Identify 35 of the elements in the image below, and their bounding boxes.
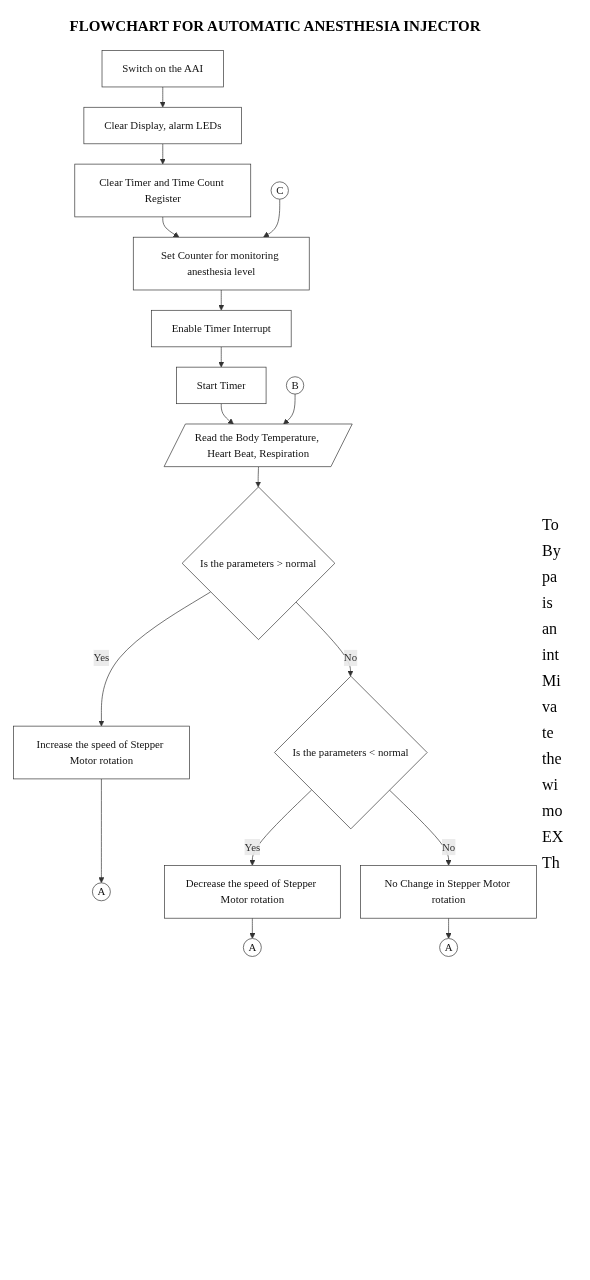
text-fragment: wi — [542, 776, 559, 794]
edge-label: Yes — [93, 651, 110, 664]
node-box: Clear Display, alarm LEDs — [83, 106, 242, 145]
node-circle: A — [92, 882, 111, 902]
edge-label: Yes — [244, 841, 261, 853]
node-box: Set Counter for monitoring anesthesia level — [132, 236, 310, 291]
text-fragment: pa — [542, 568, 559, 586]
edge-label: No — [441, 841, 456, 853]
edge-label: No — [343, 651, 358, 664]
text-fragment: va — [542, 698, 559, 716]
node-diamond: Is the parameters < normal — [274, 675, 428, 830]
node-box: Start Timer — [176, 366, 267, 405]
text-fragment: mo — [542, 802, 564, 820]
text-fragment: te — [542, 724, 555, 742]
title: FLOWCHART FOR AUTOMATIC ANESTHESIA INJECTOR — [68, 18, 482, 35]
node-box: Increase the speed of Stepper Motor rotation — [13, 725, 190, 780]
node-box: Decrease the speed of Stepper Motor rotation — [164, 865, 341, 919]
node-box: Clear Timer and Time Count Register — [74, 163, 252, 218]
node-box: Switch on the AAI — [101, 50, 224, 88]
node-box: Enable Timer Interrupt — [151, 309, 292, 348]
text-fragment: is — [542, 594, 554, 612]
node-circle: A — [439, 938, 458, 957]
text-fragment: By — [542, 542, 562, 560]
text-fragment: int — [542, 646, 560, 664]
text-fragment: EX — [542, 828, 565, 846]
text-fragment: the — [542, 750, 563, 768]
text-fragment: an — [542, 620, 559, 638]
node-circle: A — [243, 938, 262, 957]
node-diamond: Is the parameters > normal — [181, 486, 336, 640]
node-circle: C — [270, 181, 289, 200]
text-fragment: Mi — [542, 672, 562, 690]
node-circle: B — [286, 376, 305, 395]
text-fragment: To — [542, 516, 560, 534]
node-box: No Change in Stepper Motor rotation — [360, 865, 537, 919]
text-fragment: Th — [542, 854, 561, 872]
